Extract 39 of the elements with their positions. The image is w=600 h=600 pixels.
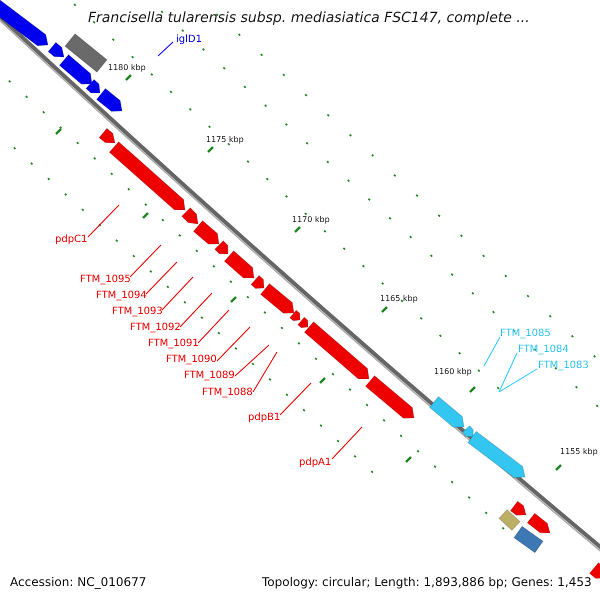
gene-label: FTM_1083 xyxy=(538,360,589,372)
leader-line xyxy=(280,382,312,416)
tick-label: 1170 kbp xyxy=(292,214,330,226)
leader-line xyxy=(198,310,230,344)
gene-label: FTM_1088 xyxy=(202,387,253,399)
tick-label: 1155 kbp xyxy=(560,446,598,458)
gene-label: iglD1 xyxy=(176,34,202,46)
leader-line xyxy=(180,292,212,328)
gene-label: pdpB1 xyxy=(248,412,280,424)
tick-label: 1175 kbp xyxy=(206,134,244,146)
gene-label: FTM_1093 xyxy=(112,306,163,318)
leader-line xyxy=(158,42,174,56)
leader-line xyxy=(332,426,362,460)
tick-label: 1160 kbp xyxy=(434,366,472,378)
tick-label: 1165 kbp xyxy=(380,293,418,305)
leader-line xyxy=(498,368,538,392)
gene-label: FTM_1091 xyxy=(148,338,199,350)
gene-label: FTM_1089 xyxy=(184,370,235,382)
leader-line xyxy=(88,204,120,238)
gene-label: pdpC1 xyxy=(55,234,88,246)
leader-line xyxy=(130,244,162,278)
gene-label: FTM_1084 xyxy=(518,344,569,356)
leader-line xyxy=(162,276,194,310)
gene-label: FTM_1092 xyxy=(130,322,181,334)
accession-label: Accession: NC_010677 xyxy=(10,575,146,589)
leader-line xyxy=(484,336,500,366)
leader-line xyxy=(216,326,250,362)
gene-label: pdpA1 xyxy=(299,457,332,469)
leader-line xyxy=(146,262,178,294)
gene-label: FTM_1090 xyxy=(166,354,217,366)
genome-stats-label: Topology: circular; Length: 1,893,886 bp; Genes: 1,453 xyxy=(262,575,592,589)
gene-label: FTM_1085 xyxy=(500,328,551,340)
tick-label: 1180 kbp xyxy=(108,62,146,74)
leader-line xyxy=(234,344,270,376)
gene-label: FTM_1095 xyxy=(80,274,131,286)
genome-title: Francisella tularensis subsp. mediasiatica FSC147, complete ... xyxy=(88,10,530,26)
leader-line xyxy=(252,352,278,392)
leader-line xyxy=(498,352,518,392)
gene-label: FTM_1094 xyxy=(96,290,147,302)
